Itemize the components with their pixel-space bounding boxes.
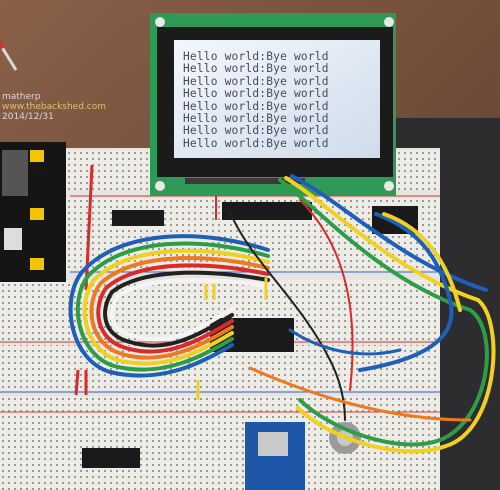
chip-top xyxy=(112,210,164,226)
lcd-line: Hello world:Bye world xyxy=(183,87,329,101)
lcd-line: Hello world:Bye world xyxy=(183,124,329,138)
lcd-line: Hello world:Bye world xyxy=(183,50,329,63)
screwdriver xyxy=(0,43,18,71)
lcd-line: Hello world:Bye world xyxy=(183,62,329,76)
chip-middle xyxy=(210,318,294,352)
ribbon-cable xyxy=(68,234,270,378)
chip-bottom-left xyxy=(82,448,140,468)
watermark-author: matherp xyxy=(2,92,41,102)
lcd-line: Hello world:Bye world xyxy=(183,99,329,113)
lcd-line: Hello world:Bye world xyxy=(183,112,329,126)
lcd-text: Hello world:Bye world Hello world:Bye wo… xyxy=(183,50,379,150)
watermark: matherp www.thebackshed.com 2014/12/31 xyxy=(2,92,106,122)
watermark-date: 2014/12/31 xyxy=(2,112,54,122)
watermark-site: www.thebackshed.com xyxy=(2,102,107,112)
lcd-line: Hello world:Bye world xyxy=(183,136,329,150)
lcd-screen xyxy=(174,40,380,158)
lcd-line: Hello world:Bye world xyxy=(183,74,329,88)
